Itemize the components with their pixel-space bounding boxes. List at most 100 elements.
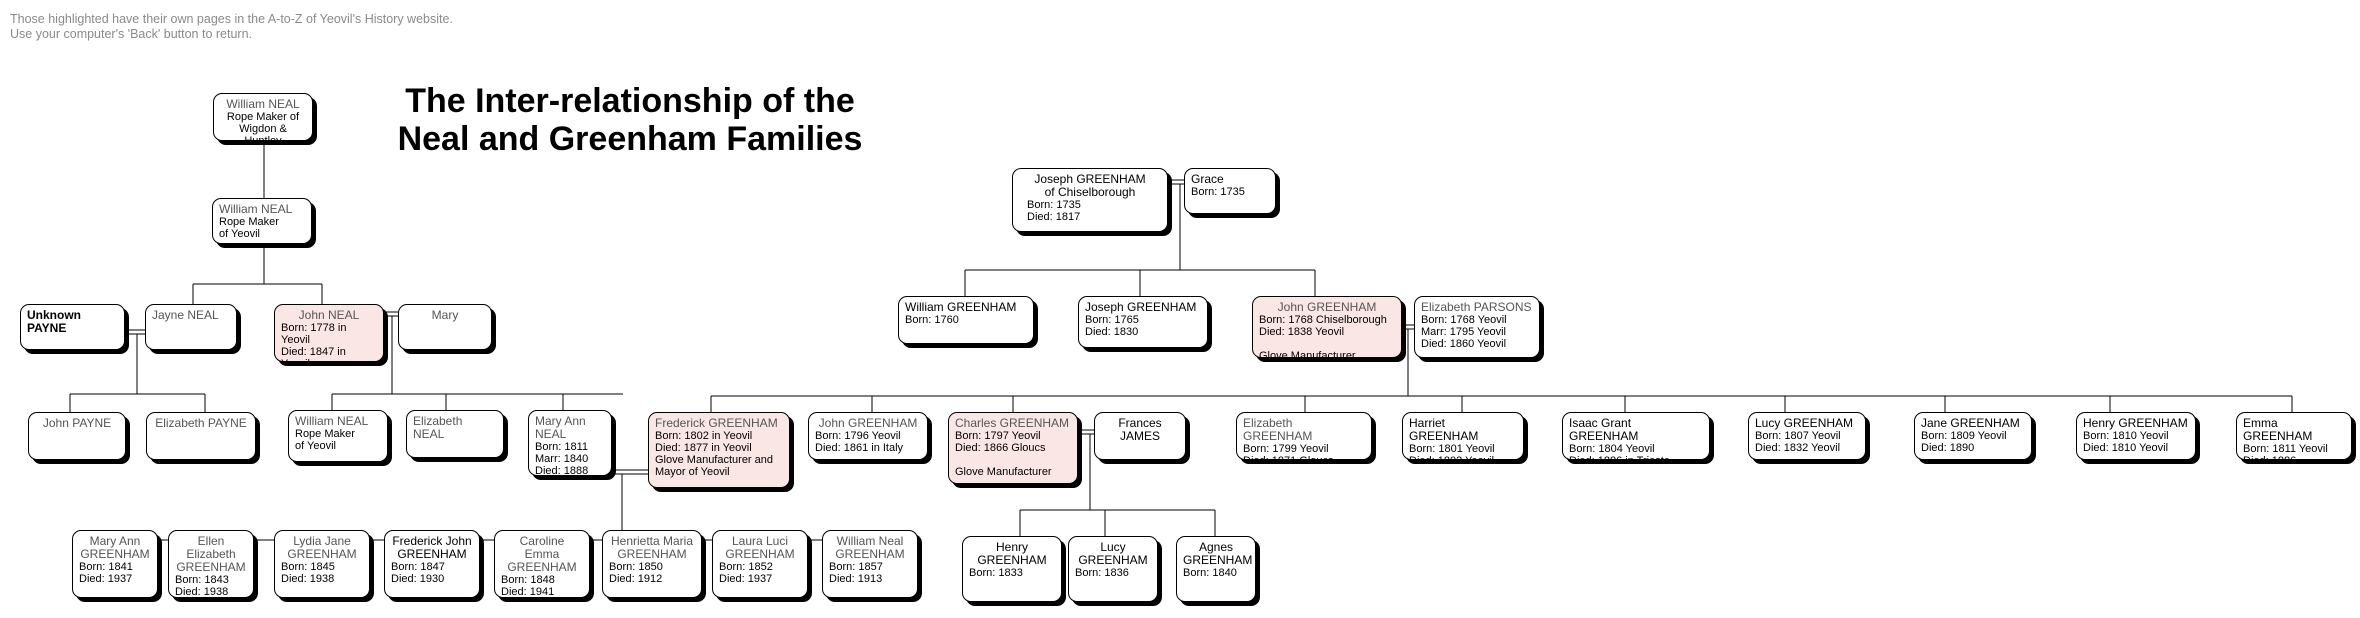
- person-box-john-greenham-glove[interactable]: John GREENHAM Born: 1768 Chiselborough D…: [1252, 296, 1402, 358]
- person-name: William NEAL: [295, 414, 369, 428]
- person-box-william-neal-jr[interactable]: William NEAL Rope Maker of Yeovil: [288, 410, 388, 462]
- person-box-lydia-jane-greenham[interactable]: Lydia Jane GREENHAM Born: 1845 Died: 193…: [274, 530, 370, 598]
- person-name: Henrietta Maria GREENHAM: [610, 534, 694, 561]
- person-box-henrietta-maria-greenham[interactable]: Henrietta Maria GREENHAM Born: 1850 Died…: [602, 530, 702, 598]
- person-name: Mary: [431, 308, 459, 322]
- person-name: Mary Ann NEAL: [535, 414, 586, 441]
- person-name: Unknown PAYNE: [27, 308, 81, 335]
- person-details: Born: 1796 Yeovil Died: 1861 in Italy: [815, 430, 904, 454]
- person-name: William Neal GREENHAM: [835, 534, 905, 561]
- person-name: Frederick GREENHAM: [655, 416, 778, 430]
- person-name: Laura Luci GREENHAM: [725, 534, 795, 561]
- person-name: William NEAL: [219, 202, 293, 216]
- person-details: Born: 1804 Yeovil Died: 1886 in Trieste: [1569, 443, 1670, 459]
- person-box-elizabeth-parsons[interactable]: Elizabeth PARSONS Born: 1768 Yeovil Marr…: [1414, 296, 1540, 358]
- person-box-joseph-greenham-chiselborough[interactable]: Joseph GREENHAM of Chiselborough Born: 1…: [1012, 168, 1168, 232]
- person-details: Born: 1850 Died: 1912: [609, 561, 663, 585]
- person-details: Born: 1735: [1191, 186, 1245, 198]
- person-name: Mary Ann GREENHAM: [80, 534, 150, 561]
- person-details: Born: 1765 Died: 1830: [1085, 314, 1139, 338]
- person-details: Born: 1811 Marr: 1840 Died: 1888: [535, 441, 589, 476]
- person-box-mary[interactable]: Mary: [398, 304, 492, 350]
- person-name: Lucy GREENHAM: [1755, 416, 1854, 430]
- person-name: Henry GREENHAM: [2083, 416, 2188, 430]
- person-box-elizabeth-payne[interactable]: Elizabeth PAYNE: [146, 412, 256, 460]
- diagram-title: The Inter-relationship of the Neal and G…: [360, 82, 900, 158]
- person-box-lucy-greenham-1807[interactable]: Lucy GREENHAM Born: 1807 Yeovil Died: 18…: [1748, 412, 1866, 460]
- person-box-elizabeth-neal[interactable]: Elizabeth NEAL: [406, 410, 504, 458]
- person-box-henry-greenham-1833[interactable]: Henry GREENHAM Born: 1833: [962, 536, 1062, 602]
- person-details: Born: 1836: [1075, 567, 1129, 579]
- person-name: William NEAL: [226, 97, 300, 111]
- person-name: John PAYNE: [42, 416, 112, 430]
- person-details: Born: 1760: [905, 314, 959, 326]
- person-box-isaac-grant-greenham[interactable]: Isaac Grant GREENHAM Born: 1804 Yeovil D…: [1562, 412, 1710, 460]
- person-details: Born: 1768 Chiselborough Died: 1838 Yeov…: [1259, 314, 1387, 358]
- person-details: Born: 1797 Yeovil Died: 1866 Gloucs Glov…: [955, 430, 1052, 478]
- person-box-harriet-greenham[interactable]: Harriet GREENHAM Born: 1801 Yeovil Died:…: [1402, 412, 1524, 460]
- person-box-jane-greenham[interactable]: Jane GREENHAM Born: 1809 Yeovil Died: 18…: [1914, 412, 2032, 460]
- person-name: Isaac Grant GREENHAM: [1569, 416, 1639, 443]
- person-details: Rope Maker of Yeovil: [219, 216, 279, 240]
- person-name: Joseph GREENHAM: [1085, 300, 1197, 314]
- person-name: Elizabeth NEAL: [413, 414, 463, 441]
- person-name: Henry GREENHAM: [977, 540, 1047, 567]
- person-box-frances-james[interactable]: Frances JAMES: [1094, 412, 1186, 460]
- person-name: Charles GREENHAM: [955, 416, 1070, 430]
- person-box-william-neal-yeovil[interactable]: William NEAL Rope Maker of Yeovil: [212, 198, 312, 244]
- person-box-henry-greenham-1810[interactable]: Henry GREENHAM Born: 1810 Yeovil Died: 1…: [2076, 412, 2196, 460]
- person-box-william-greenham[interactable]: William GREENHAM Born: 1760: [898, 296, 1034, 344]
- person-details: Born: 1841 Died: 1937: [79, 561, 133, 585]
- person-box-grace[interactable]: Grace Born: 1735: [1184, 168, 1276, 214]
- person-box-emma-greenham[interactable]: Emma GREENHAM Born: 1811 Yeovil Died: 18…: [2236, 412, 2352, 460]
- person-box-laura-luci-greenham[interactable]: Laura Luci GREENHAM Born: 1852 Died: 193…: [712, 530, 808, 598]
- person-details: Born: 1845 Died: 1938: [281, 561, 335, 585]
- person-box-charles-greenham[interactable]: Charles GREENHAM Born: 1797 Yeovil Died:…: [948, 412, 1078, 484]
- person-box-frederick-john-greenham[interactable]: Frederick John GREENHAM Born: 1847 Died:…: [384, 530, 480, 598]
- instruction-note: Those highlighted have their own pages i…: [10, 12, 453, 42]
- person-box-unknown-payne[interactable]: Unknown PAYNE: [20, 304, 125, 350]
- person-name: Frederick John GREENHAM: [392, 534, 472, 561]
- person-details: Born: 1857 Died: 1913: [829, 561, 883, 585]
- person-box-joseph-greenham[interactable]: Joseph GREENHAM Born: 1765 Died: 1830: [1078, 296, 1208, 348]
- person-details: Born: 1843 Died: 1938: [175, 574, 229, 598]
- person-name: John GREENHAM: [818, 416, 918, 430]
- person-details: Rope Maker of Yeovil: [295, 428, 355, 452]
- person-box-william-neal-sr[interactable]: William NEAL Rope Maker of Wigdon & Hunt…: [213, 93, 313, 141]
- note-line-1: Those highlighted have their own pages i…: [10, 12, 453, 26]
- person-details: Born: 1778 in Yeovil Died: 1847 in Yeovi…: [281, 322, 347, 361]
- person-details: Born: 1809 Yeovil Died: 1890: [1921, 430, 2007, 454]
- person-name: William GREENHAM: [905, 300, 1017, 314]
- person-details: Born: 1802 in Yeovil Died: 1877 in Yeovi…: [655, 430, 774, 478]
- person-box-jayne-neal[interactable]: Jayne NEAL: [145, 304, 237, 350]
- person-name: Ellen Elizabeth GREENHAM: [176, 534, 246, 574]
- person-name: Agnes GREENHAM: [1183, 540, 1253, 567]
- person-name: Lucy GREENHAM: [1078, 540, 1148, 567]
- person-box-lucy-greenham-1836[interactable]: Lucy GREENHAM Born: 1836: [1068, 536, 1158, 602]
- person-name: Elizabeth GREENHAM: [1243, 416, 1313, 443]
- person-details: Born: 1833: [969, 567, 1023, 579]
- person-box-john-neal[interactable]: John NEAL Born: 1778 in Yeovil Died: 184…: [274, 304, 384, 362]
- person-name: Harriet GREENHAM: [1409, 416, 1479, 443]
- person-name: Jane GREENHAM: [1921, 416, 2020, 430]
- person-name: Elizabeth PARSONS: [1421, 300, 1532, 314]
- person-details: Born: 1848 Died: 1941: [501, 574, 555, 598]
- person-details: Born: 1735 Died: 1817: [1027, 199, 1081, 223]
- person-box-john-payne[interactable]: John PAYNE: [28, 412, 126, 460]
- person-name: Lydia Jane GREENHAM: [287, 534, 357, 561]
- person-details: Born: 1847 Died: 1930: [391, 561, 445, 585]
- person-name: Jayne NEAL: [152, 308, 219, 322]
- person-box-frederick-greenham[interactable]: Frederick GREENHAM Born: 1802 in Yeovil …: [648, 412, 790, 488]
- person-box-ellen-elizabeth-greenham[interactable]: Ellen Elizabeth GREENHAM Born: 1843 Died…: [168, 530, 254, 598]
- person-name: Joseph GREENHAM of Chiselborough: [1034, 172, 1146, 199]
- person-box-william-neal-greenham[interactable]: William Neal GREENHAM Born: 1857 Died: 1…: [822, 530, 918, 598]
- person-box-mary-ann-neal[interactable]: Mary Ann NEAL Born: 1811 Marr: 1840 Died…: [528, 410, 612, 476]
- person-details: Born: 1840: [1183, 567, 1237, 579]
- person-box-john-greenham-italy[interactable]: John GREENHAM Born: 1796 Yeovil Died: 18…: [808, 412, 928, 460]
- person-box-caroline-emma-greenham[interactable]: Caroline Emma GREENHAM Born: 1848 Died: …: [494, 530, 590, 598]
- person-box-mary-ann-greenham[interactable]: Mary Ann GREENHAM Born: 1841 Died: 1937: [72, 530, 158, 598]
- person-name: Emma GREENHAM: [2243, 416, 2313, 443]
- person-box-elizabeth-greenham[interactable]: Elizabeth GREENHAM Born: 1799 Yeovil Die…: [1236, 412, 1372, 460]
- person-name: Grace: [1191, 172, 1224, 186]
- person-box-agnes-greenham[interactable]: Agnes GREENHAM Born: 1840: [1176, 536, 1256, 602]
